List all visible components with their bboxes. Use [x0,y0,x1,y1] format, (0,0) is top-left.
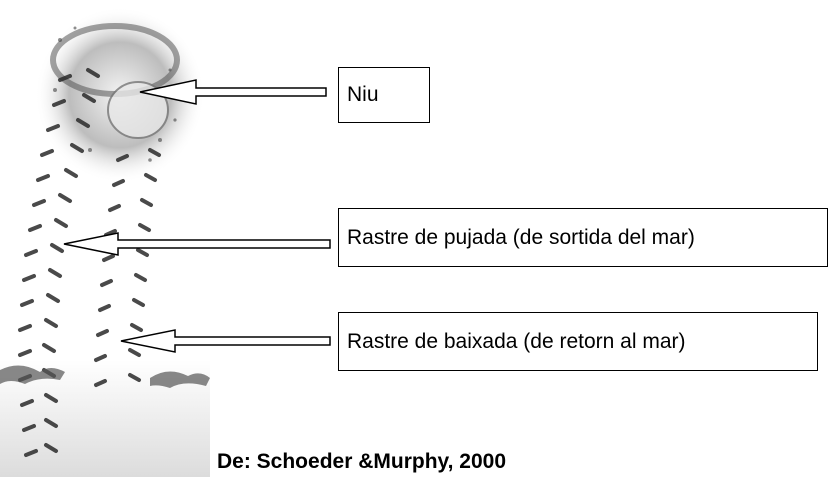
source-credit: De: Schoeder &Murphy, 2000 [217,450,507,473]
descent-track-label-box: Rastre de baixada (de retorn al mar) [338,312,818,371]
ascent-track-label: Rastre de pujada (de sortida del mar) [347,225,695,249]
ascent-track-label-box: Rastre de pujada (de sortida del mar) [338,208,828,267]
nest-label: Niu [347,83,379,106]
descent-track [94,148,161,387]
descent-track-label: Rastre de baixada (de retorn al mar) [347,329,686,353]
turtle-tracks-photo [0,7,210,477]
nest-label-box: Niu [338,67,430,123]
